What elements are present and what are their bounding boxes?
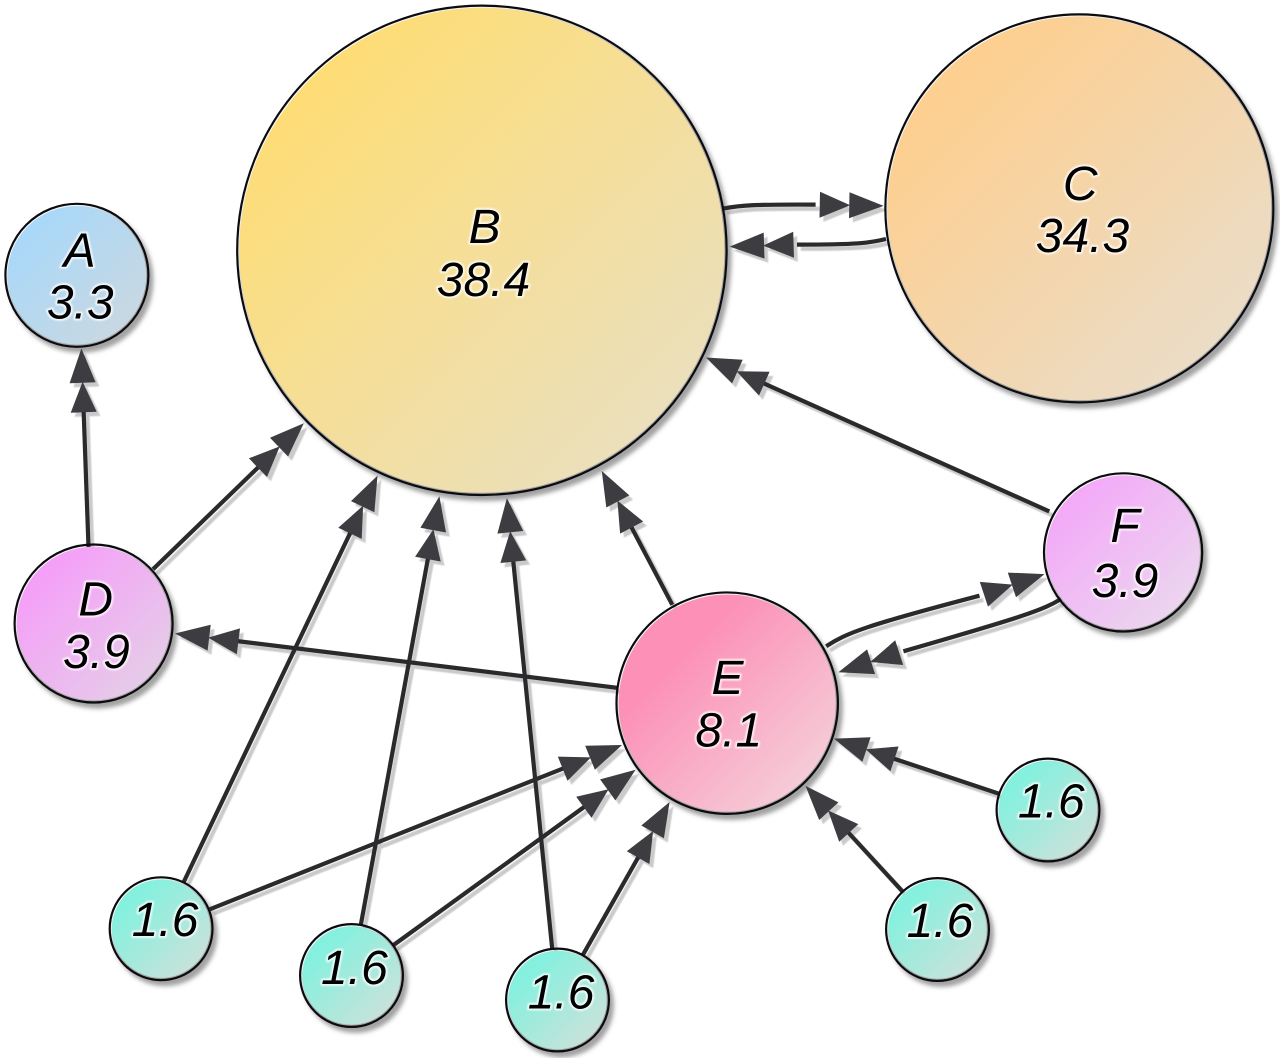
svg-text:1.6: 1.6 bbox=[1018, 775, 1085, 828]
svg-text:1.6: 1.6 bbox=[1018, 775, 1085, 828]
svg-text:3.9: 3.9 bbox=[63, 626, 130, 679]
svg-text:1.6: 1.6 bbox=[528, 966, 595, 1019]
svg-text:C: C bbox=[1063, 158, 1098, 211]
svg-text:3.9: 3.9 bbox=[1092, 555, 1159, 608]
svg-text:38.4: 38.4 bbox=[437, 254, 530, 307]
svg-text:1.6: 1.6 bbox=[907, 895, 974, 948]
svg-text:8.1: 8.1 bbox=[695, 705, 762, 758]
svg-text:F: F bbox=[1110, 500, 1142, 553]
svg-text:B: B bbox=[469, 201, 501, 254]
svg-text:1.6: 1.6 bbox=[907, 895, 974, 948]
svg-text:1.6: 1.6 bbox=[321, 942, 388, 995]
svg-text:3.3: 3.3 bbox=[47, 277, 114, 330]
svg-text:34.3: 34.3 bbox=[1036, 210, 1130, 263]
svg-text:34.3: 34.3 bbox=[1036, 210, 1130, 263]
svg-text:A: A bbox=[61, 225, 96, 278]
svg-text:1.6: 1.6 bbox=[321, 942, 388, 995]
svg-text:1.6: 1.6 bbox=[528, 966, 595, 1019]
svg-text:3.3: 3.3 bbox=[47, 277, 114, 330]
svg-text:D: D bbox=[78, 573, 113, 626]
svg-text:E: E bbox=[711, 652, 744, 705]
svg-text:C: C bbox=[1063, 158, 1098, 211]
svg-text:D: D bbox=[78, 573, 113, 626]
svg-text:3.9: 3.9 bbox=[1092, 555, 1159, 608]
svg-text:B: B bbox=[469, 201, 501, 254]
svg-text:A: A bbox=[61, 225, 96, 278]
svg-text:F: F bbox=[1110, 500, 1142, 553]
svg-text:8.1: 8.1 bbox=[695, 705, 762, 758]
svg-text:1.6: 1.6 bbox=[132, 894, 199, 947]
svg-text:E: E bbox=[711, 652, 744, 705]
svg-text:1.6: 1.6 bbox=[132, 894, 199, 947]
svg-text:3.9: 3.9 bbox=[63, 626, 130, 679]
svg-text:38.4: 38.4 bbox=[437, 254, 530, 307]
